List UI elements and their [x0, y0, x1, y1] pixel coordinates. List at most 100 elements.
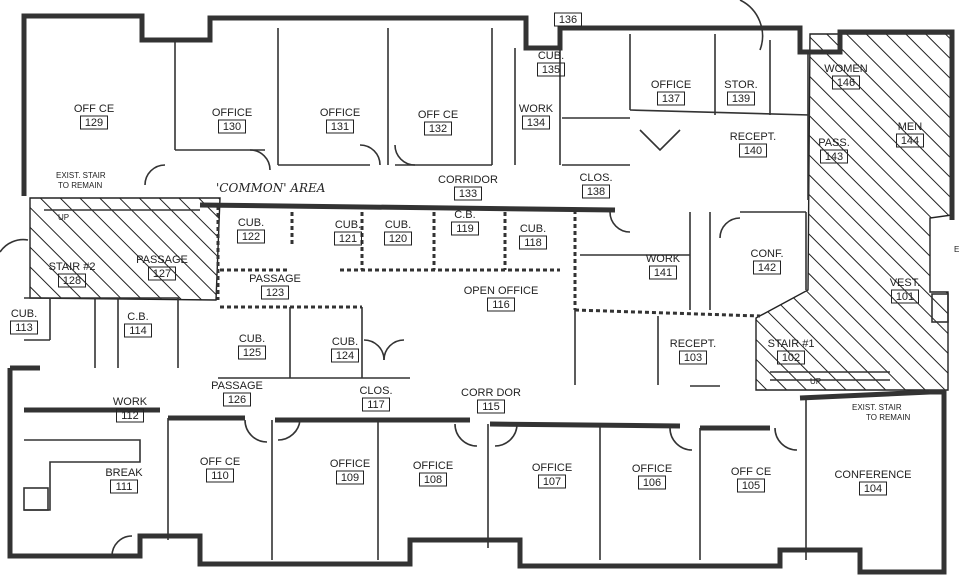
- room-name: CLOS.: [359, 385, 392, 397]
- room-number-box: [238, 345, 266, 360]
- room-number: 132: [429, 123, 447, 135]
- room-143: PASS.143: [818, 137, 850, 164]
- room-number-box: [116, 408, 144, 423]
- room-number: 107: [543, 476, 561, 488]
- room-142: CONF. 142: [751, 248, 784, 275]
- note-common-area: 'COMMON' AREA: [216, 181, 326, 195]
- note-up-2: UP: [810, 377, 821, 386]
- room-number-box: [538, 474, 566, 489]
- room-number-box: [832, 75, 860, 90]
- room-120: CUB.120: [384, 219, 412, 246]
- note-stair-bot-2: TO REMAIN: [866, 413, 911, 422]
- room-number: 116: [492, 299, 510, 311]
- room-number-box: [331, 348, 359, 363]
- room-number-box: [519, 235, 547, 250]
- room-number: 133: [459, 188, 477, 200]
- room-name: WORK: [646, 253, 681, 265]
- room-number-box: [10, 320, 38, 335]
- room-number: 113: [15, 322, 33, 334]
- room-number: 140: [744, 145, 762, 157]
- room-name: CONF.: [751, 248, 784, 260]
- room-number-box: [859, 481, 887, 496]
- room-name: OFFICE: [632, 463, 672, 475]
- room-126: PASSAGE 126: [211, 380, 263, 407]
- room-113: CUB. 113: [10, 308, 38, 335]
- room-number: 104: [864, 483, 882, 495]
- room-number-box: [336, 470, 364, 485]
- room-number: 108: [424, 474, 442, 486]
- room-name: PASSAGE: [249, 273, 301, 285]
- room-number: 117: [367, 399, 385, 411]
- room-number: 134: [527, 117, 545, 129]
- room-number-box: [554, 12, 582, 27]
- room-number: 142: [758, 262, 776, 274]
- room-119: C.B.119: [451, 209, 479, 236]
- room-name: RECEPT.: [670, 338, 716, 350]
- room-name: STAIR #2: [49, 261, 96, 273]
- room-number-box: [384, 231, 412, 246]
- room-number-box: [237, 229, 265, 244]
- room-number: 126: [228, 394, 246, 406]
- room-number: 143: [825, 151, 843, 163]
- room-name: MEN: [898, 121, 923, 133]
- room-number-box: [326, 119, 354, 134]
- room-number-box: [124, 323, 152, 338]
- room-name: VEST.: [890, 277, 921, 289]
- room-number: 131: [331, 121, 349, 133]
- room-number: 138: [587, 186, 605, 198]
- room-number-box: [753, 260, 781, 275]
- room-name: C.B.: [127, 311, 148, 323]
- room-number: 128: [63, 275, 81, 287]
- room-number-box: [537, 62, 565, 77]
- room-number: 141: [654, 267, 672, 279]
- room-name: CUB.: [332, 336, 358, 348]
- room-name: OFFICE: [330, 458, 370, 470]
- room-number-box: [223, 392, 251, 407]
- room-124: CUB.124: [331, 336, 359, 363]
- room-number: 136: [559, 14, 577, 26]
- room-name: CUB.: [238, 217, 264, 229]
- room-number: 119: [456, 223, 474, 235]
- room-number: 114: [129, 325, 147, 337]
- room-118: CUB. 118: [519, 223, 547, 250]
- room-name: CLOS.: [579, 172, 612, 184]
- room-number-box: [487, 297, 515, 312]
- room-128: STAIR #2 128: [49, 261, 96, 288]
- room-number-box: [739, 143, 767, 158]
- room-number-box: [649, 265, 677, 280]
- room-114: C.B. 114: [124, 311, 152, 338]
- room-number-box: [727, 91, 755, 106]
- room-number: 118: [524, 237, 542, 249]
- room-name: CUB.: [538, 50, 564, 62]
- room-name: PASSAGE: [211, 380, 263, 392]
- room-number-box: [477, 399, 505, 414]
- room-number: 102: [782, 352, 800, 364]
- room-101: VEST.101: [890, 277, 921, 304]
- room-name: CUB.: [11, 308, 37, 320]
- room-number-box: [582, 184, 610, 199]
- room-number: 121: [339, 233, 357, 245]
- room-125: CUB.125: [238, 333, 266, 360]
- room-number: 106: [643, 477, 661, 489]
- room-141: WORK 141: [646, 253, 681, 280]
- room-number: 122: [242, 231, 260, 243]
- room-name: STAIR #1: [768, 338, 815, 350]
- room-number-box: [334, 231, 362, 246]
- room-name: CUB.: [520, 223, 546, 235]
- room-name: WORK: [519, 103, 554, 115]
- room-number: 111: [116, 481, 133, 493]
- room-number: 105: [742, 480, 760, 492]
- room-name: PASSAGE: [136, 254, 188, 266]
- room-number-box: [424, 121, 452, 136]
